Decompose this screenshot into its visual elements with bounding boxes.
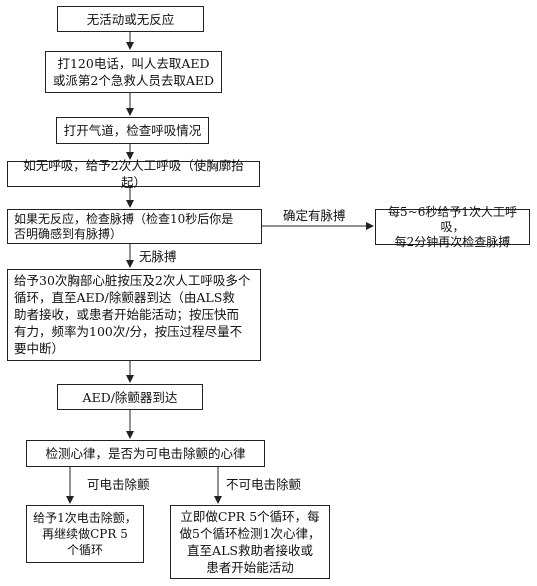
- edge-label-pulse-present: 确定有脉搏: [283, 208, 346, 223]
- edge-label-not-shockable: 不可电击除颤: [226, 477, 302, 492]
- pulse-present-action-node: 每5~6秒给予1次人工呼吸， 每2分钟再次检查脉搏: [375, 205, 530, 249]
- edge-label-no-pulse: 无脉搏: [139, 249, 177, 264]
- edge-label-shockable: 可电击除颤: [87, 477, 150, 492]
- cpr-cycles-node: 给予30次胸部心脏按压及2次人工呼吸多个 循环，直至AED/除颤器到达（由ALS…: [7, 269, 261, 361]
- check-pulse-node: 如果无反应，检查脉搏（检查10秒后你是 否明确感到有脉搏）: [7, 209, 262, 244]
- shock-node: 给予1次电击除颤， 再继续做CPR 5 个循环: [26, 505, 144, 563]
- open-airway-node: 打开气道，检查呼吸情况: [56, 117, 209, 144]
- no-shock-node: 立即做CPR 5个循环，每 做5个循环检测1次心律， 直至ALS救助者接收或 患…: [170, 505, 330, 579]
- call-for-help-node: 打120电话，叫人去取AED 或派第2个急救人员去取AED: [45, 51, 222, 93]
- check-rhythm-node: 检测心律，是否为可电击除颤的心律: [26, 440, 265, 467]
- rescue-breaths-node: 如无呼吸，给予2次人工呼吸（使胸廓抬起）: [7, 158, 260, 190]
- start-node: 无活动或无反应: [57, 6, 204, 32]
- aed-arrives-node: AED/除颤器到达: [57, 384, 203, 410]
